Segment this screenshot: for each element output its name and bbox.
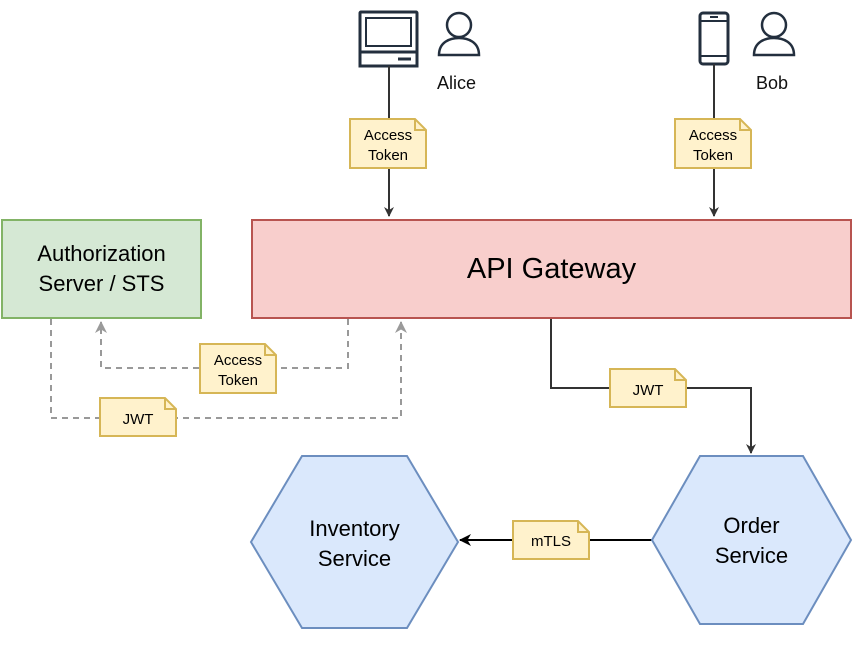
api-gateway-box: API Gateway	[251, 219, 852, 319]
user-icon-bob	[752, 11, 796, 57]
jwt-note-auth: JWT	[99, 397, 177, 437]
desktop-icon	[358, 10, 419, 68]
auth-server-label-line1: Authorization	[37, 241, 166, 266]
inventory-service-label-line2: Service	[317, 546, 392, 571]
jwt-note-order-text: JWT	[633, 382, 664, 399]
edge-gateway-auth-access	[95, 319, 349, 369]
order-service-label: Order Service	[652, 511, 851, 571]
order-service-label-line2: Service	[714, 543, 789, 568]
mobile-phone-icon	[698, 11, 730, 66]
jwt-note-auth-text: JWT	[123, 411, 154, 428]
token-note-alice: Access Token	[349, 118, 427, 169]
token-note-gateway-auth-line1: Access	[214, 352, 262, 369]
user-icon-alice	[437, 11, 481, 57]
token-note-gateway-auth-line2: Token	[218, 372, 258, 389]
order-service-label-line1: Order	[723, 513, 780, 538]
token-note-bob: Access Token	[674, 118, 752, 169]
token-note-alice-line1: Access	[364, 127, 412, 144]
user-label-bob: Bob	[756, 73, 789, 93]
order-service-hexagon	[650, 455, 853, 625]
mtls-note: mTLS	[512, 520, 590, 560]
token-note-bob-line2: Token	[693, 147, 733, 164]
edge-auth-gateway-jwt	[50, 319, 407, 419]
jwt-note-order: JWT	[609, 368, 687, 408]
authorization-server-box: Authorization Server / STS	[1, 219, 202, 319]
inventory-service-hexagon	[249, 455, 460, 629]
inventory-service-label: Inventory Service	[252, 514, 457, 574]
token-note-alice-line2: Token	[368, 147, 408, 164]
token-note-gateway-auth: Access Token	[199, 343, 277, 394]
api-gateway-label: API Gateway	[466, 252, 637, 285]
auth-server-label-line2: Server / STS	[38, 271, 165, 296]
user-label-alice: Alice	[437, 73, 477, 93]
inventory-service-label-line1: Inventory	[309, 516, 400, 541]
token-note-bob-line1: Access	[689, 127, 737, 144]
mtls-note-text: mTLS	[531, 533, 571, 550]
